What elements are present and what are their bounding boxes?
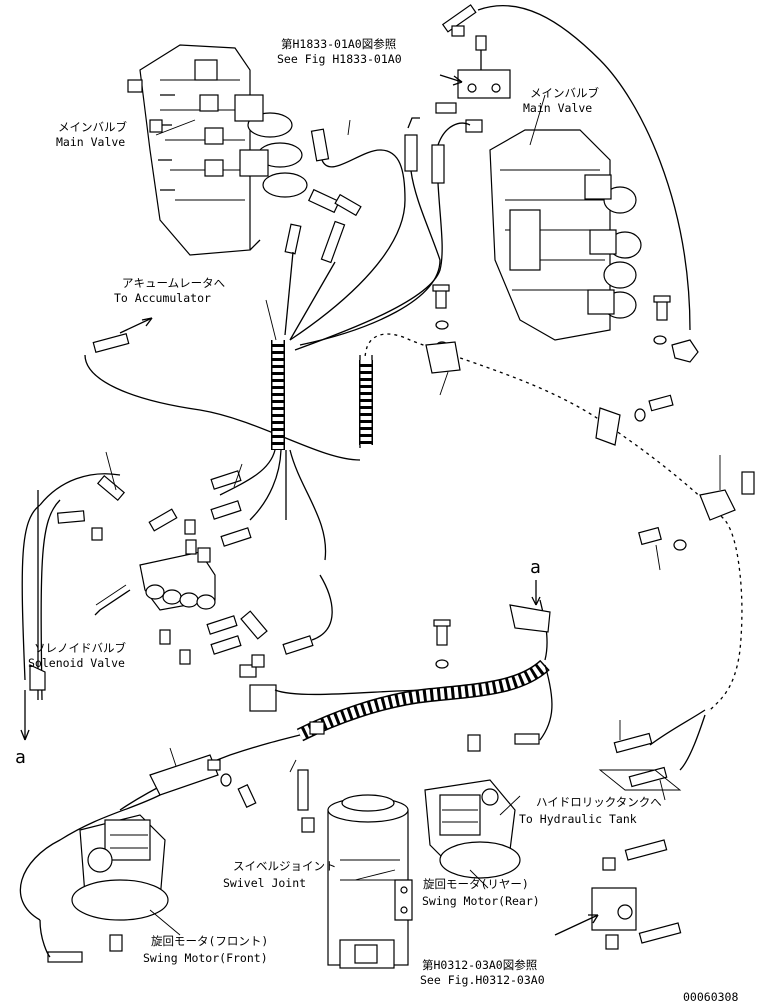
hose-harness: [357, 326, 750, 716]
tank-jp: ハイドロリックタンクへ: [536, 795, 662, 809]
tank-hoses: [554, 709, 706, 950]
accumulator-jp: アキュームレータへ: [122, 276, 225, 290]
top-fittings: [435, 4, 691, 331]
accumulator-hose: [84, 317, 361, 561]
solenoid-en: Solenoid Valve: [28, 656, 125, 670]
swivel-joint: [327, 794, 413, 969]
text-labels: 第H1833-01A0図参照 See Fig H1833-01A0 メインバルブ…: [15, 37, 738, 1004]
marker-a-right: a: [530, 557, 541, 578]
tank-en: To Hydraulic Tank: [519, 812, 637, 826]
swing-motor-front: [71, 814, 169, 952]
ref-top-jp: 第H1833-01A0図参照: [281, 37, 396, 51]
leader-lines: [95, 94, 666, 936]
drawing-number: 00060308: [683, 990, 738, 1004]
main-valve-right-jp: メインバルブ: [530, 86, 599, 100]
swing-front-jp: 旋回モータ(フロント): [151, 934, 268, 948]
ref-bottom-en: See Fig.H0312-03A0: [420, 973, 545, 987]
marker-a-left: a: [15, 747, 26, 768]
swivel-jp: スイベルジョイント: [233, 859, 337, 873]
swing-front-en: Swing Motor(Front): [143, 951, 268, 965]
swivel-en: Swivel Joint: [223, 876, 306, 890]
ref-bottom-jp: 第H0312-03A0図参照: [422, 958, 537, 972]
main-valve-left: [127, 44, 308, 256]
lower-hoses: [19, 574, 553, 963]
left-valve-hoses: [284, 117, 471, 351]
swing-rear-en: Swing Motor(Rear): [422, 894, 540, 908]
swing-motor-rear: [424, 779, 521, 879]
main-valve-right-en: Main Valve: [523, 101, 592, 115]
solenoid-jp: ソレノイドバルブ: [34, 641, 126, 655]
main-valve-left-jp: メインバルブ: [58, 120, 127, 134]
main-valve-right: [489, 129, 642, 341]
ref-top-en: See Fig H1833-01A0: [277, 52, 402, 66]
swing-rear-jp: 旋回モータ(リヤー): [423, 877, 529, 891]
solenoid-valve-group: [20, 470, 314, 741]
bolts-right: [432, 284, 755, 669]
main-valve-left-en: Main Valve: [56, 135, 125, 149]
accumulator-en: To Accumulator: [114, 291, 211, 305]
